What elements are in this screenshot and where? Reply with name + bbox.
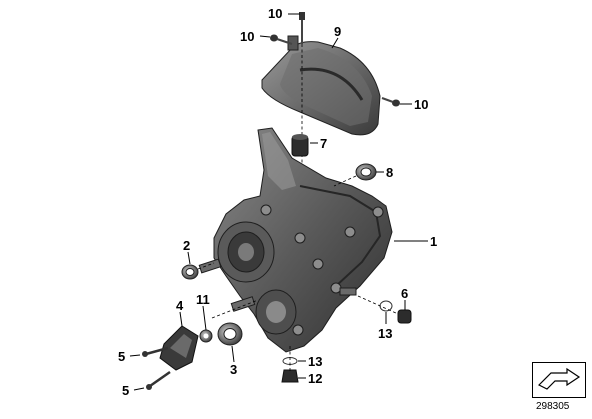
callout-5-lower: 5 (122, 383, 129, 398)
callout-10-right: 10 (414, 97, 428, 112)
callout-4: 4 (176, 298, 184, 313)
callout-13-bottom: 13 (308, 354, 322, 369)
callout-1: 1 (430, 234, 437, 249)
bolt-top-part (299, 12, 305, 44)
callout-13-right: 13 (378, 326, 392, 341)
leader-3 (231, 345, 235, 363)
seal-ring-large-part (217, 322, 243, 346)
callout-12: 12 (308, 371, 322, 386)
reference-number: 298305 (536, 401, 570, 412)
callout-11: 11 (196, 292, 210, 307)
bolt-right-part (381, 97, 400, 107)
callout-2: 2 (183, 238, 190, 253)
assembly-line-shaft (211, 299, 259, 319)
breather-cap-part (291, 134, 309, 157)
oil-plug-part (281, 369, 299, 383)
leader-11 (202, 305, 207, 331)
angled-arrow-icon (537, 367, 581, 390)
assembly-line-drain (357, 295, 399, 315)
leader-4 (179, 311, 183, 327)
callout-3: 3 (230, 362, 237, 377)
leader-5-upper (129, 354, 141, 357)
reference-box (532, 362, 586, 398)
callout-9: 9 (334, 24, 341, 39)
callout-10-top: 10 (268, 6, 282, 21)
leader-2 (187, 251, 191, 265)
bolt-left-part (270, 34, 293, 45)
leader-5-lower (133, 387, 145, 391)
seal-ring-left-part (181, 264, 199, 280)
leader-9 (331, 37, 339, 49)
screw-upper-part (142, 346, 169, 357)
cover-plate-part (261, 35, 381, 136)
o-ring-right-part (379, 300, 393, 312)
callout-8: 8 (386, 165, 393, 180)
leader-10-left (259, 35, 271, 38)
seal-ring-upper-part (355, 163, 377, 181)
callout-10-left: 10 (240, 29, 254, 44)
assembly-line-left (197, 262, 215, 270)
small-ring-part (199, 329, 213, 343)
callout-6: 6 (401, 286, 408, 301)
screw-lower-part (146, 370, 171, 390)
callout-7: 7 (320, 136, 327, 151)
assembly-line-ring (333, 175, 357, 187)
callout-5-upper: 5 (118, 349, 125, 364)
drain-plug-part (397, 309, 412, 324)
gearbox-housing-part (198, 127, 393, 353)
bracket-part (159, 325, 199, 371)
